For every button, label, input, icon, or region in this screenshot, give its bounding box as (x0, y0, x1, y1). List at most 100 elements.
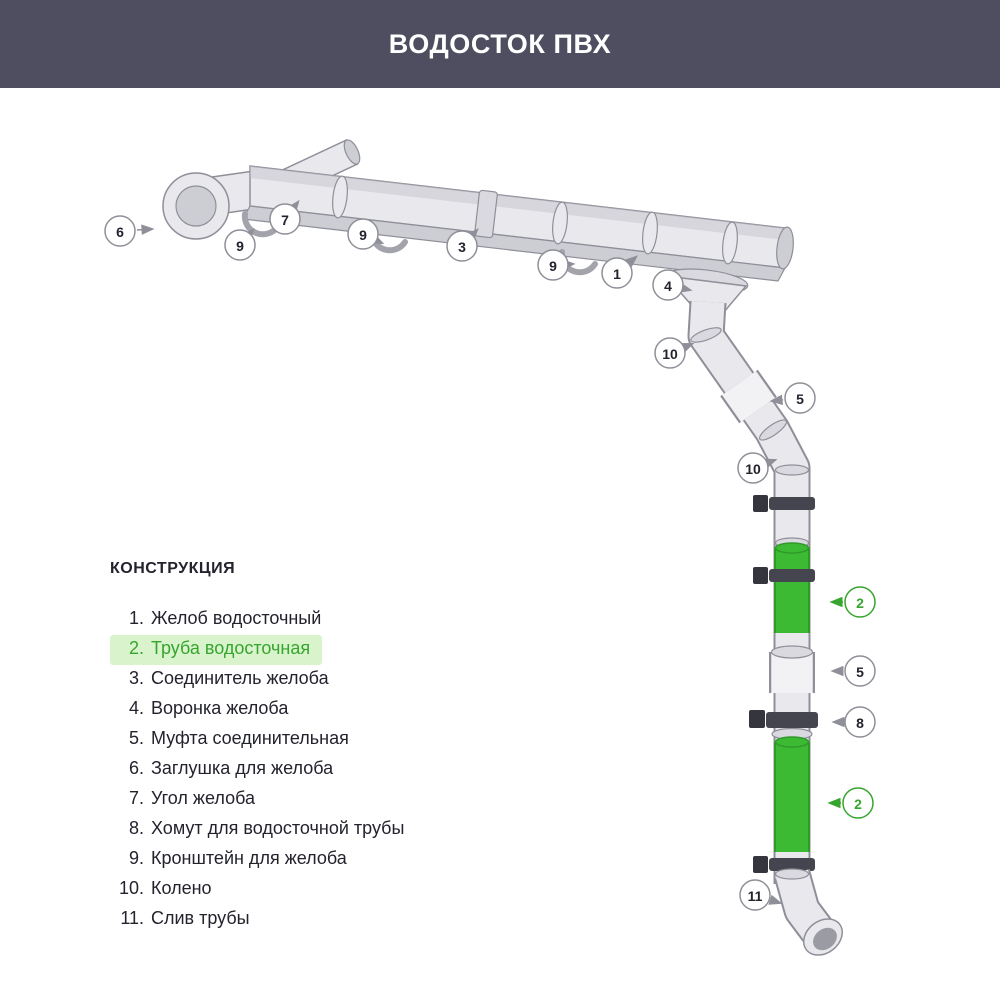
legend-item-number: 1. (128, 608, 144, 628)
callout-2: 2 (829, 586, 876, 618)
legend-item: 5.Муфта соединительная (110, 725, 361, 755)
legend-item-label: Соединитель желоба (151, 668, 329, 688)
legend-item-label: Колено (151, 878, 212, 898)
callout-9: 9 (347, 218, 385, 250)
callout-arrow-icon (768, 894, 783, 905)
callout-arrow-icon (678, 282, 693, 293)
callout-10: 10 (737, 452, 778, 484)
callout-circle (737, 452, 769, 484)
callout-number: 6 (116, 224, 124, 240)
callout-number: 5 (856, 664, 864, 680)
callout-6: 6 (104, 215, 155, 247)
callout-number: 1 (613, 266, 621, 282)
legend-item: 10. Колено (110, 875, 224, 905)
callout-circle (224, 229, 256, 261)
legend-item-label: Воронка желоба (151, 698, 289, 718)
callout-circle (601, 257, 633, 289)
legend-item-number: 4. (128, 698, 144, 718)
callout-number: 2 (856, 595, 864, 611)
callout-circle (784, 382, 816, 414)
callout-circle (446, 230, 478, 262)
pipe-clamp (753, 495, 815, 512)
legend-item: 1.Желоб водосточный (110, 605, 333, 635)
callout-arrow-icon (287, 199, 300, 214)
callout-5: 5 (769, 382, 816, 414)
callout-circle (104, 215, 136, 247)
legend-title: КОНСТРУКЦИЯ (110, 560, 236, 577)
legend-item: 9. Кронштейн для желоба (110, 845, 359, 875)
legend-item: 6. Заглушка для желоба (110, 755, 345, 785)
callout-9: 9 (537, 249, 576, 281)
legend-item-number: 5. (128, 728, 144, 748)
legend-item-label: Угол желоба (151, 788, 255, 808)
callout-4: 4 (652, 269, 693, 301)
callout-3: 3 (446, 228, 479, 262)
callout-layer: 6 9 7 9 3 9 1 4 10 5 10 2 5 8 2 11 (104, 199, 876, 911)
callout-number: 9 (359, 227, 367, 243)
legend-item-number: 10. (118, 878, 144, 898)
callout-number: 10 (745, 461, 761, 477)
callout-number: 7 (281, 212, 289, 228)
legend-item-label: Хомут для водосточной трубы (151, 818, 405, 838)
callout-10: 10 (654, 337, 695, 369)
legend-item-number: 8. (128, 818, 144, 838)
legend-item-label: Заглушка для желоба (151, 758, 334, 778)
legend-item-label: Слив трубы (151, 908, 250, 928)
callout-number: 2 (854, 796, 862, 812)
callout-circle (654, 337, 686, 369)
callout-arrow-icon (624, 255, 639, 268)
pipe-coupler (769, 645, 815, 693)
legend-item-number: 2. (128, 638, 144, 658)
legend-item-number: 9. (128, 848, 144, 868)
callout-number: 5 (796, 391, 804, 407)
pipe-clamp (753, 856, 815, 873)
gutter-end-cap (162, 170, 255, 240)
gutter-channel (242, 165, 794, 282)
callout-arrow-icon (465, 228, 479, 242)
callout-9: 9 (224, 228, 256, 261)
legend-list: 1.Желоб водосточный 2. Труба водосточная 3.… (110, 605, 416, 935)
callout-circle (347, 218, 379, 250)
callout-circle (269, 203, 301, 235)
legend-item-number: 11. (120, 908, 144, 928)
callout-2: 2 (827, 787, 874, 819)
legend-item-label: Труба водосточная (151, 638, 311, 658)
callout-1: 1 (601, 255, 639, 289)
drain-outlet (774, 868, 844, 956)
callout-5: 5 (830, 655, 876, 687)
legend-item: 3. Соединитель желоба (110, 665, 341, 695)
downpipe-green-section (774, 542, 810, 633)
legend: КОНСТРУКЦИЯ 1.Желоб водосточный 2. Труба в… (110, 560, 416, 935)
pipe-coupler (720, 369, 777, 424)
downpipe-green-section (774, 736, 810, 852)
callout-circle (844, 655, 876, 687)
legend-item-number: 3. (128, 668, 144, 688)
callout-circle (537, 249, 569, 281)
callout-number: 9 (236, 238, 244, 254)
page-title: ВОДОСТОК ПВХ (388, 28, 612, 59)
callout-number: 10 (662, 346, 678, 362)
header: ВОДОСТОК ПВХ (0, 0, 1000, 88)
callout-number: 4 (664, 278, 672, 294)
callout-circle (842, 787, 874, 819)
legend-item: 2. Труба водосточная (110, 635, 323, 665)
legend-item-label: Кронштейн для желоба (151, 848, 347, 868)
legend-item: 7. Угол желоба (110, 785, 267, 815)
callout-arrow-icon (136, 224, 155, 235)
legend-item-number: 7. (128, 788, 144, 808)
gutter-connector (474, 189, 498, 239)
callout-circle (652, 269, 684, 301)
legend-item: 4. Воронка желоба (110, 695, 300, 725)
pipe-clamp (749, 710, 818, 741)
legend-item-number: 6. (128, 758, 144, 778)
callout-circle (844, 586, 876, 618)
callout-number: 9 (549, 258, 557, 274)
callout-number: 8 (856, 715, 864, 731)
callout-11: 11 (739, 879, 783, 911)
pipe-clamp (753, 567, 815, 584)
callout-arrow-icon (769, 394, 784, 406)
callout-arrow-icon (242, 228, 255, 242)
callout-8: 8 (831, 706, 876, 738)
